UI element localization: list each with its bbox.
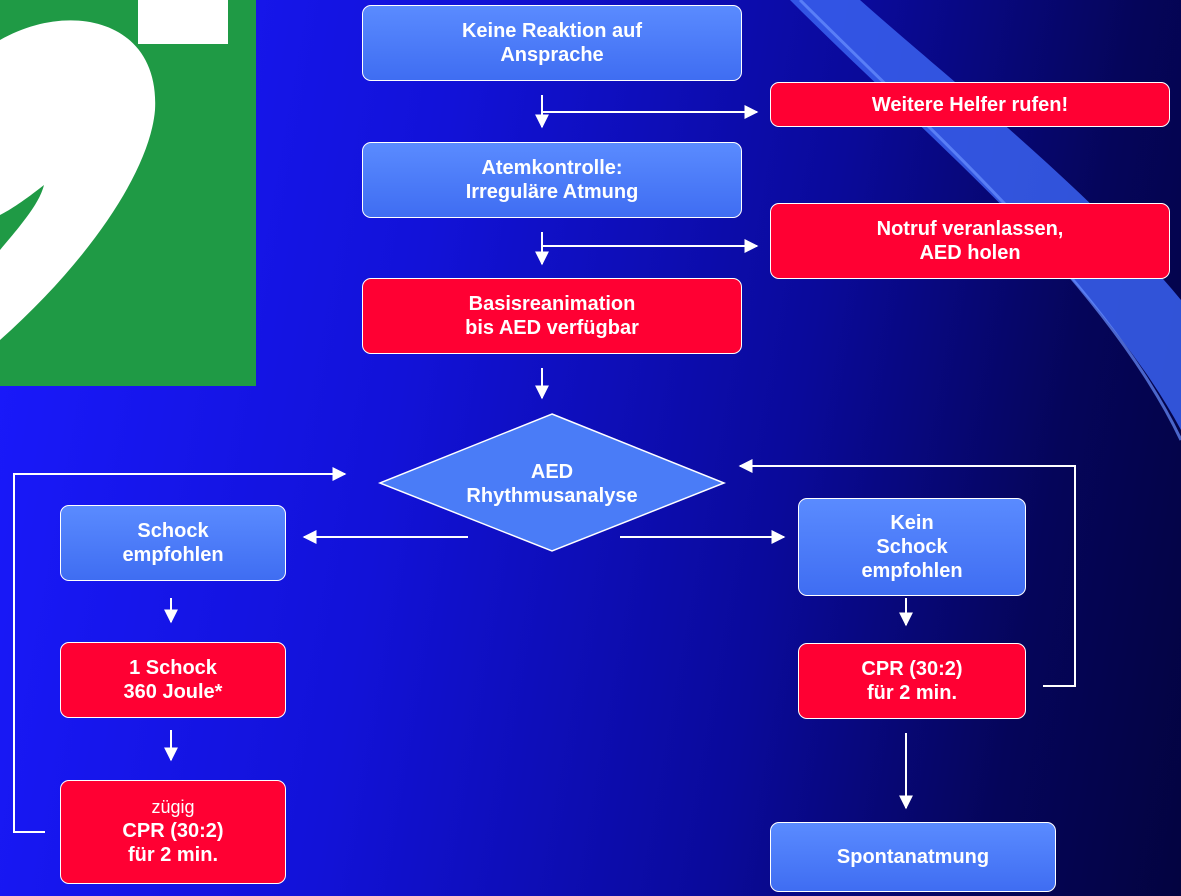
call-helpers-box: Weitere Helfer rufen!	[770, 82, 1170, 127]
rhythm-analysis-diamond	[377, 413, 727, 552]
shock-advised-line-2: empfohlen	[122, 544, 224, 566]
emergency-call-line-1: Notruf veranlassen,	[876, 218, 1064, 240]
loop-right	[738, 459, 1076, 687]
loop-left	[13, 467, 347, 833]
spontaneous-breathing-box: Spontanatmung	[770, 822, 1056, 892]
cpr-no-shock-line-2: für 2 min.	[866, 682, 957, 704]
one-shock-line-1: 1 Schock	[129, 657, 217, 679]
no-shock-advised-line-2: Schock	[876, 536, 948, 558]
spontaneous-breathing-text: Spontanatmung	[836, 846, 990, 868]
cpr-no-shock-box: CPR (30:2) für 2 min.	[798, 643, 1026, 719]
cpr-after-shock-line-2: für 2 min.	[127, 843, 218, 866]
basic-cpr-line-2: bis AED verfügbar	[465, 317, 639, 339]
one-shock-line-2: 360 Joule*	[123, 681, 223, 703]
basic-cpr-line-1: Basisreanimation	[468, 293, 636, 315]
no-shock-advised-box: Kein Schock empfohlen	[798, 498, 1026, 596]
no-response-box: Keine Reaktion auf Ansprache	[362, 5, 742, 81]
breathing-check-line-2: Irreguläre Atmung	[465, 181, 639, 203]
no-shock-advised-line-3: empfohlen	[861, 560, 963, 582]
no-response-line-2: Ansprache	[500, 44, 604, 66]
breathing-check-line-1: Atemkontrolle:	[481, 157, 623, 179]
cpr-after-shock-note: zügig	[151, 797, 195, 818]
emergency-call-line-2: AED holen	[919, 242, 1021, 264]
cpr-after-shock-line-1: CPR (30:2)	[122, 819, 224, 842]
emergency-call-box: Notruf veranlassen, AED holen	[770, 203, 1170, 279]
aed-heart-logo-icon	[0, 0, 256, 386]
shock-advised-line-1: Schock	[137, 520, 209, 542]
shock-advised-box: Schock empfohlen	[60, 505, 286, 581]
call-helpers-text: Weitere Helfer rufen!	[871, 93, 1069, 116]
no-shock-advised-line-1: Kein	[890, 512, 934, 534]
no-response-line-1: Keine Reaktion auf	[461, 20, 643, 42]
rhythm-analysis-line-1: AED	[530, 461, 574, 483]
breathing-check-box: Atemkontrolle: Irreguläre Atmung	[362, 142, 742, 218]
rhythm-analysis-label: AED Rhythmusanalyse	[380, 436, 724, 532]
cpr-after-shock-box: zügig CPR (30:2) für 2 min.	[60, 780, 286, 884]
basic-cpr-box: Basisreanimation bis AED verfügbar	[362, 278, 742, 354]
rhythm-analysis-line-2: Rhythmusanalyse	[466, 485, 638, 507]
cpr-no-shock-line-1: CPR (30:2)	[861, 658, 963, 680]
one-shock-box: 1 Schock 360 Joule*	[60, 642, 286, 718]
